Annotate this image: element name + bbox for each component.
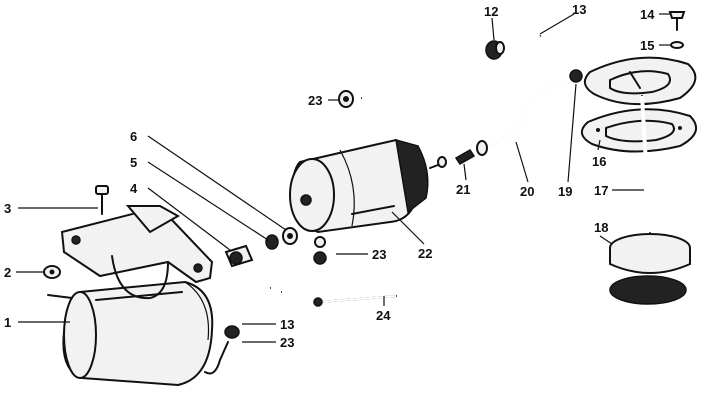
part-6-ring <box>282 227 298 245</box>
part-16-gasket <box>581 108 698 153</box>
part-2-nut <box>43 265 61 279</box>
callout-4: 4 <box>130 181 138 196</box>
part-22-fuel-pump <box>289 138 447 234</box>
callout-14: 14 <box>640 7 655 22</box>
callout-16: 16 <box>592 154 606 169</box>
part-20-hose <box>476 76 573 156</box>
callout-23-pump: 23 <box>372 247 386 262</box>
part-12-grommet <box>485 40 505 60</box>
part-23-nut-top <box>338 90 354 108</box>
callout-2: 2 <box>4 265 11 280</box>
callout-1: 1 <box>4 315 11 330</box>
callout-23-lower: 23 <box>280 335 294 350</box>
part-19-clamp <box>569 69 583 83</box>
part-24-hose <box>313 295 397 307</box>
callout-22: 22 <box>418 246 432 261</box>
part-3-bolt <box>95 185 109 215</box>
callout-5: 5 <box>130 155 137 170</box>
leader-lines <box>16 13 670 343</box>
callout-19: 19 <box>558 184 572 199</box>
callout-13-lower: 13 <box>280 317 294 332</box>
callout-12: 12 <box>484 4 498 19</box>
callout-15: 15 <box>640 38 654 53</box>
part-17-sender-tube <box>640 95 652 233</box>
part-13-upper-tube <box>361 34 541 100</box>
callout-20: 20 <box>520 184 534 199</box>
callout-3: 3 <box>4 201 11 216</box>
callout-17: 17 <box>594 183 608 198</box>
part-tank-cylinder <box>47 280 229 387</box>
callout-23-top: 23 <box>308 93 322 108</box>
callout-6: 6 <box>130 129 137 144</box>
part-13-lower-hose <box>230 261 320 331</box>
part-14-screw <box>668 11 686 31</box>
part-23-clamp-lower <box>224 325 240 339</box>
part-15-washer <box>670 41 684 49</box>
part-5-washer <box>265 234 279 250</box>
part-4-fitting <box>224 244 254 268</box>
callout-21: 21 <box>456 182 470 197</box>
callout-labels: 1 2 3 4 5 6 12 13 13 14 15 16 17 18 19 2… <box>4 2 655 350</box>
part-mounting-bracket <box>60 205 214 300</box>
callout-24: 24 <box>376 308 391 323</box>
part-sender-flange <box>583 56 697 106</box>
callout-13-upper: 13 <box>572 2 586 17</box>
callout-18: 18 <box>594 220 608 235</box>
part-21-connector <box>454 149 476 165</box>
part-18-strainer <box>609 233 691 305</box>
part-23-clamp-pump <box>313 236 327 265</box>
